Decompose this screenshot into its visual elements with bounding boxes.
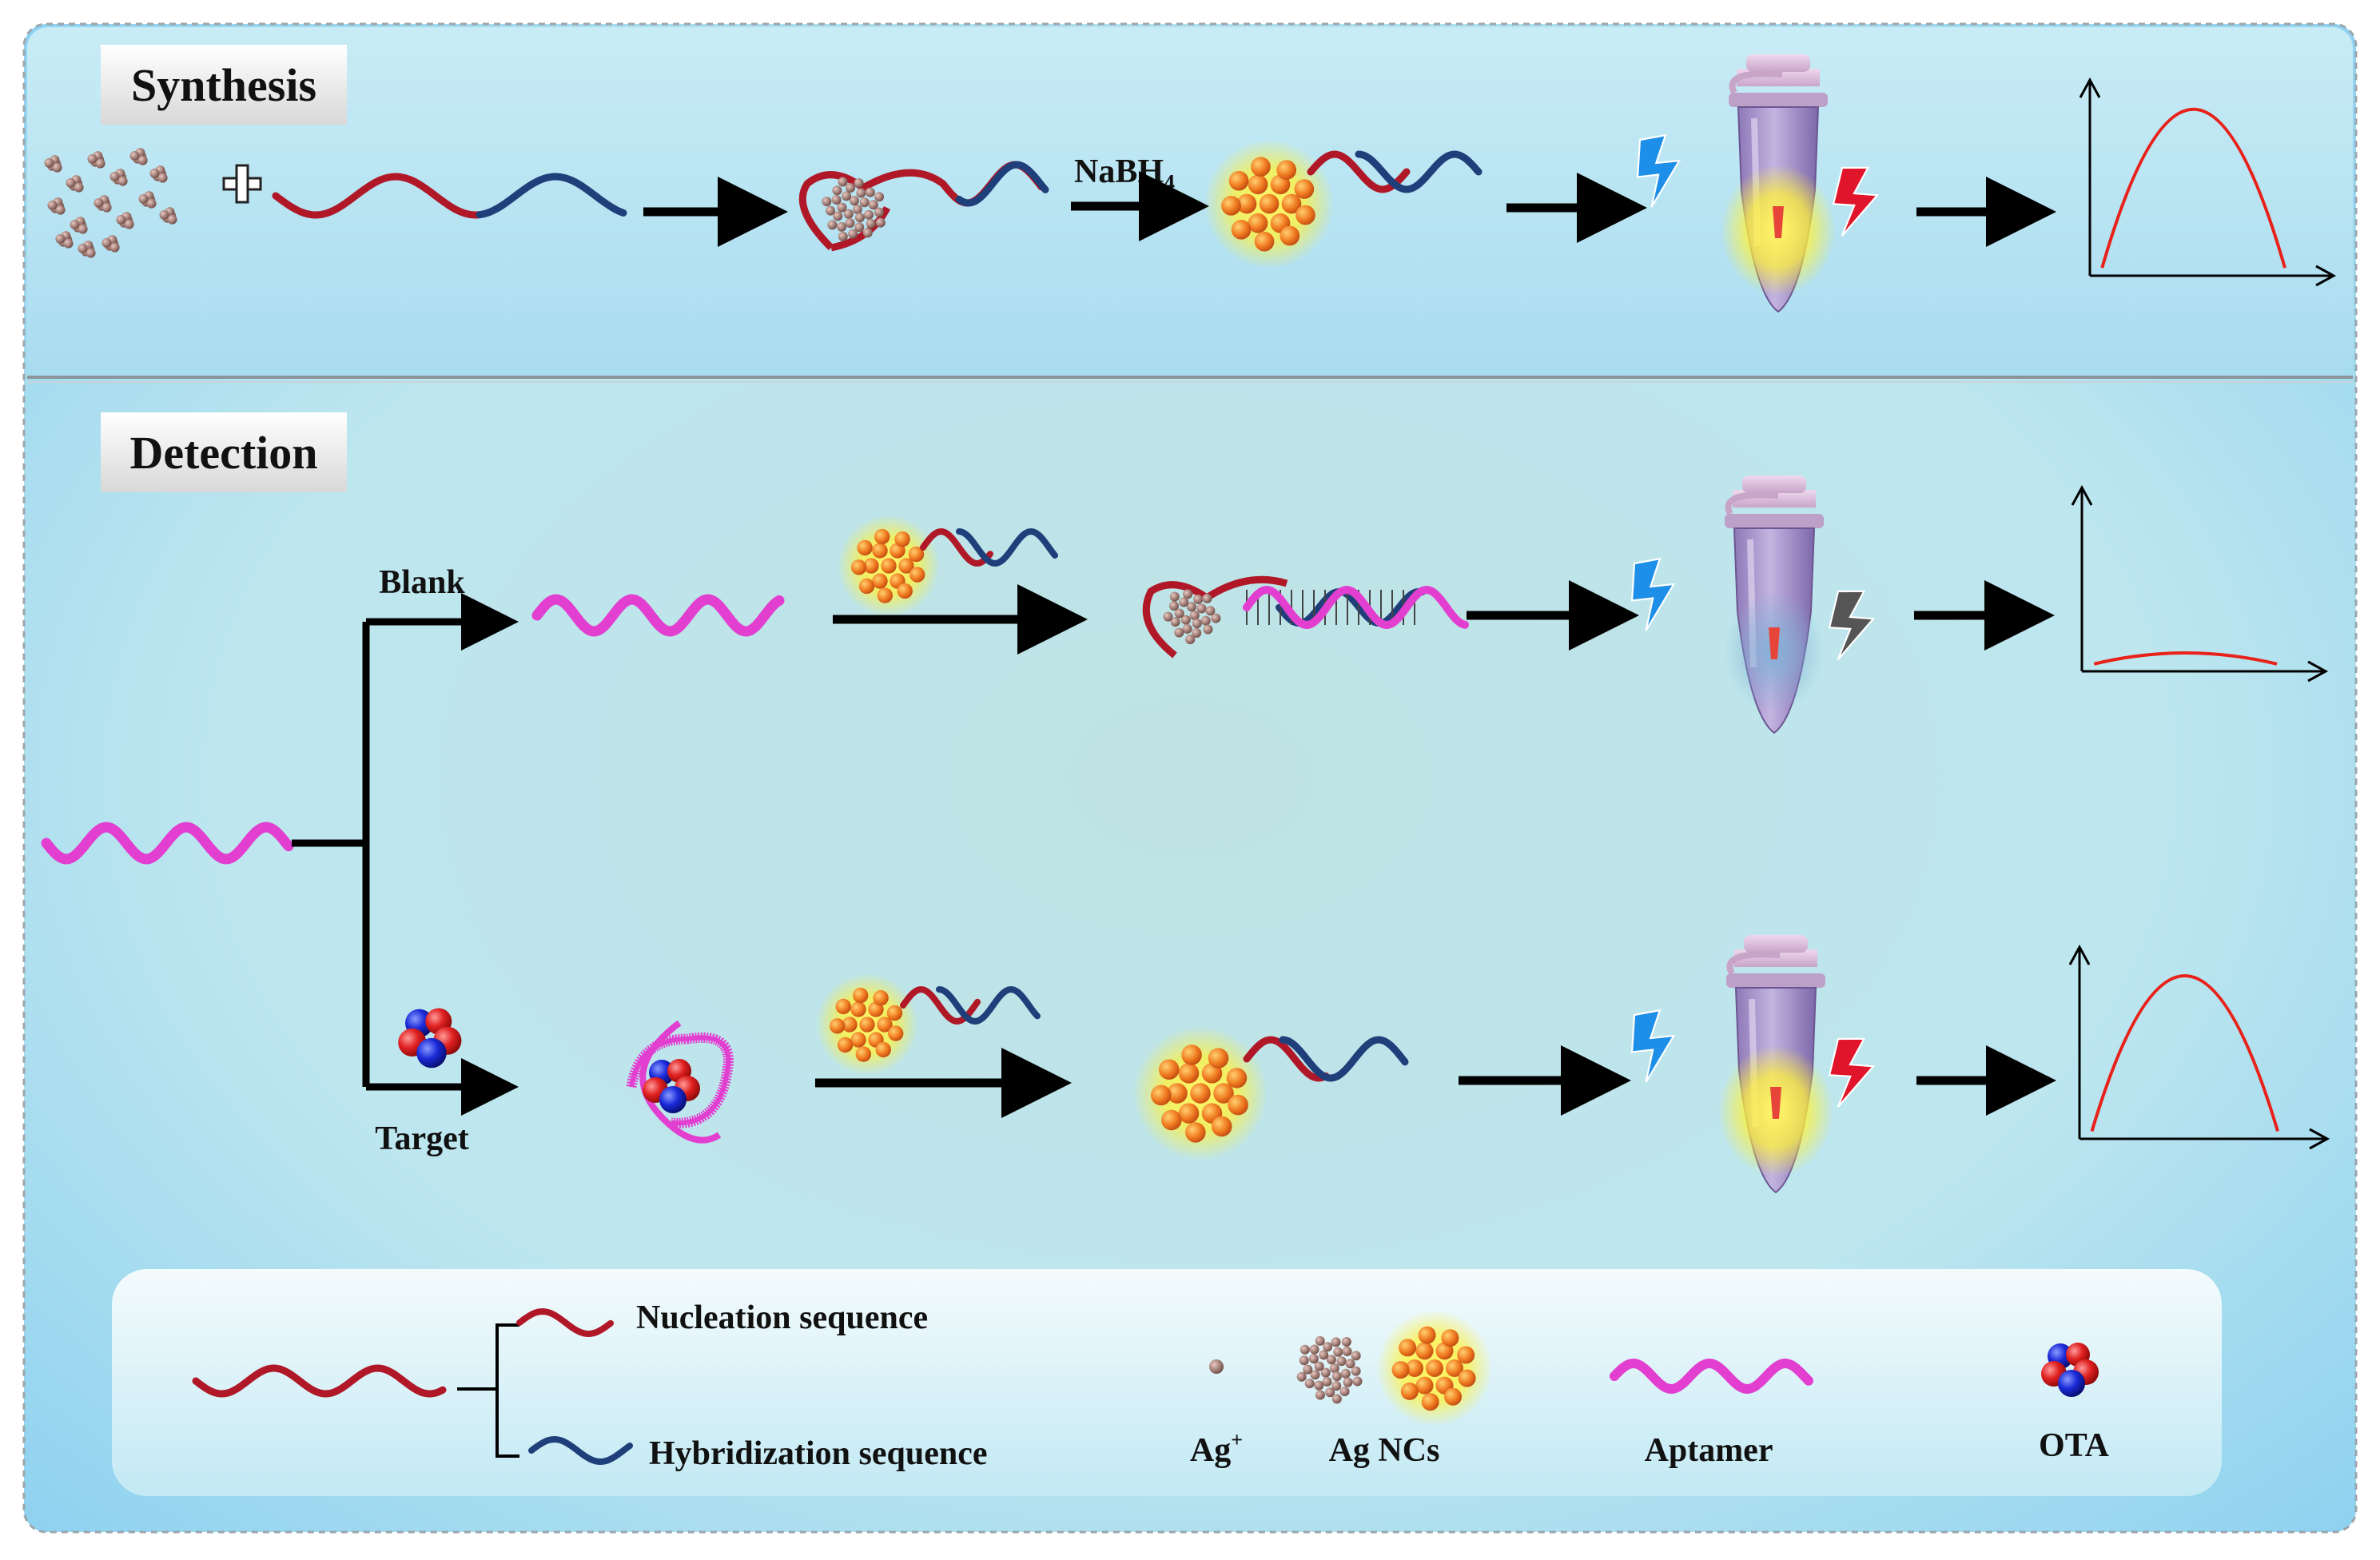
plus-icon (222, 164, 262, 204)
aptamer-ota-complex (626, 1020, 734, 1144)
eppendorf-tube-icon (1630, 935, 1876, 1194)
legend-aptamer (1610, 1358, 1813, 1395)
eppendorf-tube-icon (1630, 476, 1876, 734)
template-dna (272, 173, 627, 219)
aptamer-start (41, 822, 294, 865)
synthesis-panel (27, 27, 2353, 376)
ag-nc-dna-probe (1204, 138, 1483, 269)
ota-molecule-icon (398, 1008, 462, 1069)
legend-aptamer-label: Aptamer (1645, 1432, 1773, 1469)
fluorescence-plot-blank (2071, 484, 2329, 682)
branch-lines (292, 593, 519, 1116)
aptamer-probe-duplex (1142, 575, 1469, 659)
fluorescence-plot-target (2068, 944, 2330, 1150)
free-aptamer (531, 594, 785, 637)
ag-nc-probe-added (838, 515, 1058, 617)
legend-ag-cluster (1296, 1335, 1363, 1404)
legend-ag-ion-dot (1209, 1359, 1224, 1374)
fluorescence-plot-synthesis (2079, 77, 2337, 287)
ag-nc-probe-added (816, 973, 1041, 1076)
eppendorf-tube-icon (1636, 54, 1880, 313)
blank-label: Blank (379, 564, 465, 601)
legend-ag-nc (1376, 1310, 1493, 1427)
legend-panel (112, 1269, 2222, 1496)
ag-dna-complex (798, 161, 1049, 252)
detection-title-box (101, 412, 347, 492)
legend-ag-ion-label: Ag+ (1190, 1428, 1243, 1469)
reagent-label: NaBH4 (1074, 153, 1175, 196)
legend-ota-label: OTA (2039, 1427, 2110, 1464)
synthesis-title: Synthesis (131, 59, 316, 111)
ag-ions-cluster (44, 148, 177, 258)
free-ag-nc-probe (1132, 1025, 1409, 1161)
legend-nucleation-label: Nucleation sequence (636, 1299, 928, 1336)
legend-ag-ncs-label: Ag NCs (1329, 1432, 1440, 1469)
synthesis-title-box (101, 45, 347, 125)
legend-nucleation-strand (516, 1307, 614, 1338)
legend-hybridization-label: Hybridization sequence (649, 1435, 988, 1472)
target-label: Target (375, 1120, 468, 1157)
legend-probe-dna (192, 1364, 447, 1398)
legend-hybridization-strand (528, 1435, 633, 1466)
ota-molecule-icon (2041, 1343, 2099, 1397)
legend-bracket (457, 1323, 519, 1458)
detection-title: Detection (129, 427, 317, 479)
